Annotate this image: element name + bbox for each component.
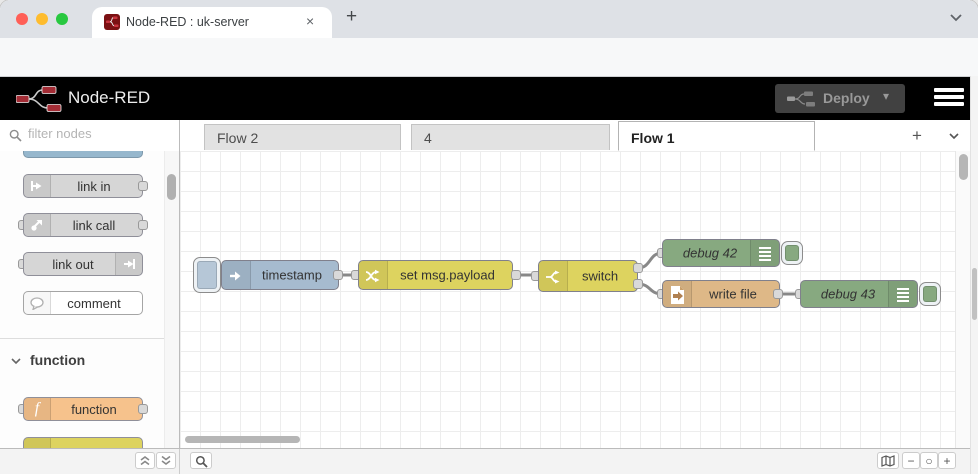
node-label: timestamp: [262, 267, 322, 283]
window-zoom-button[interactable]: [56, 13, 68, 25]
palette-node-comment[interactable]: comment: [23, 291, 143, 315]
palette-expand-all-button[interactable]: [156, 452, 176, 469]
node-red-header: Node-RED Deploy ▾: [0, 77, 978, 120]
page-scroll-track[interactable]: [970, 76, 978, 474]
zoom-reset-button[interactable]: ○: [920, 452, 938, 469]
deploy-icon: [787, 91, 815, 107]
palette-node-link-in[interactable]: link in: [23, 174, 143, 198]
app-title: Node-RED: [68, 88, 151, 107]
window-close-button[interactable]: [16, 13, 28, 25]
tab-close-icon[interactable]: ×: [306, 13, 315, 29]
inject-icon: [222, 261, 251, 289]
switch-node[interactable]: switch: [538, 260, 638, 292]
palette-category-function[interactable]: function: [0, 347, 164, 375]
link-out-icon: [115, 253, 142, 275]
node-palette: link in link call link out: [0, 151, 180, 448]
new-tab-button[interactable]: +: [346, 6, 358, 27]
palette-collapse-all-button[interactable]: [135, 452, 155, 469]
debug-node-42[interactable]: debug 42: [662, 239, 780, 267]
palette-search: [0, 120, 180, 152]
palette-node-label: link in: [77, 179, 111, 194]
footer-bar: − ○ +: [0, 448, 978, 474]
node-label: debug 42: [682, 245, 738, 261]
tab-flow-4[interactable]: 4: [411, 124, 610, 150]
debug-icon: [750, 240, 779, 266]
palette-node-link-out[interactable]: link out: [23, 252, 143, 276]
debug-icon: [888, 281, 917, 307]
inject-run-button[interactable]: [193, 257, 221, 293]
node-label: set msg.payload: [400, 267, 495, 283]
browser-toolbar: ← → ⚠ Not Secure uk-server:2718/#flow/a5…: [0, 38, 978, 109]
zoom-out-button[interactable]: −: [902, 452, 920, 469]
output-port[interactable]: [333, 270, 343, 280]
browser-tab[interactable]: Node-RED : uk-server ×: [92, 7, 332, 38]
debug-node-43[interactable]: debug 43: [800, 280, 918, 308]
function-icon: f: [24, 398, 51, 420]
palette-node-label: function: [71, 402, 117, 417]
canvas-horizontal-scrollbar[interactable]: [185, 436, 300, 443]
window-minimize-button[interactable]: [36, 13, 48, 25]
tab-flow-1[interactable]: Flow 1: [618, 121, 815, 151]
tab-flow-2[interactable]: Flow 2: [204, 124, 401, 150]
canvas-vertical-scroll-track[interactable]: [955, 151, 971, 448]
category-label: function: [30, 352, 86, 368]
deploy-options-caret-icon[interactable]: ▾: [883, 89, 890, 103]
chevron-down-icon: [11, 358, 21, 365]
filter-nodes-input[interactable]: [26, 125, 170, 142]
node-label: write file: [709, 286, 757, 302]
flow-list-caret-icon[interactable]: [947, 129, 961, 143]
palette-node-link-call[interactable]: link call: [23, 213, 143, 237]
comment-icon: [24, 292, 51, 314]
palette-node-label: comment: [67, 296, 121, 311]
change-node[interactable]: set msg.payload: [358, 260, 513, 290]
link-in-icon: [24, 175, 51, 197]
footer-divider: [179, 449, 180, 474]
output-port[interactable]: [773, 289, 783, 299]
search-icon: [9, 129, 22, 142]
palette-node-label: link out: [52, 257, 94, 272]
palette-node-partial-bottom[interactable]: [23, 437, 143, 448]
output-port[interactable]: [138, 181, 148, 191]
main-menu-hamburger-icon[interactable]: [934, 88, 964, 108]
output-port[interactable]: [511, 270, 521, 280]
add-flow-button[interactable]: +: [912, 126, 922, 145]
canvas-vertical-scrollbar[interactable]: [959, 154, 968, 180]
output-port-2[interactable]: [633, 279, 643, 289]
debug-toggle-button[interactable]: [919, 282, 941, 306]
tab-title: Node-RED : uk-server: [126, 15, 249, 29]
debug-toggle-button[interactable]: [781, 241, 803, 265]
output-port[interactable]: [138, 220, 148, 230]
file-node[interactable]: write file: [662, 280, 780, 308]
deploy-label: Deploy: [823, 90, 870, 106]
file-icon: [663, 281, 692, 307]
switch-icon: [539, 261, 568, 291]
zoom-in-button[interactable]: +: [938, 452, 956, 469]
switch-icon: [24, 438, 51, 448]
node-red-logo-icon: [16, 86, 62, 112]
output-port-1[interactable]: [633, 263, 643, 273]
palette-divider: [0, 338, 164, 339]
workspace-tab-bar: Flow 2 4 Flow 1 +: [180, 120, 970, 152]
deploy-button[interactable]: Deploy ▾: [775, 84, 905, 113]
palette-scrollbar[interactable]: [167, 174, 176, 200]
palette-node-partial-top[interactable]: [23, 151, 143, 158]
browser-tab-strip: Node-RED : uk-server × +: [0, 0, 978, 38]
tab-search-chevron-icon[interactable]: [948, 9, 964, 25]
palette-node-function[interactable]: f function: [23, 397, 143, 421]
page-scrollbar[interactable]: [972, 268, 977, 320]
link-call-icon: [24, 214, 51, 236]
canvas-search-button[interactable]: [190, 452, 212, 469]
navigator-button[interactable]: [877, 452, 899, 469]
palette-scroll-track[interactable]: [164, 151, 179, 448]
output-port[interactable]: [138, 404, 148, 414]
inject-node[interactable]: timestamp: [221, 260, 339, 290]
palette-node-label: link call: [72, 218, 116, 233]
change-icon: [359, 261, 388, 289]
favicon-node-red-icon: [104, 14, 120, 30]
node-label: debug 43: [820, 286, 876, 302]
flow-canvas[interactable]: timestamp set msg.payload sw: [180, 151, 955, 448]
node-label: switch: [581, 268, 619, 284]
